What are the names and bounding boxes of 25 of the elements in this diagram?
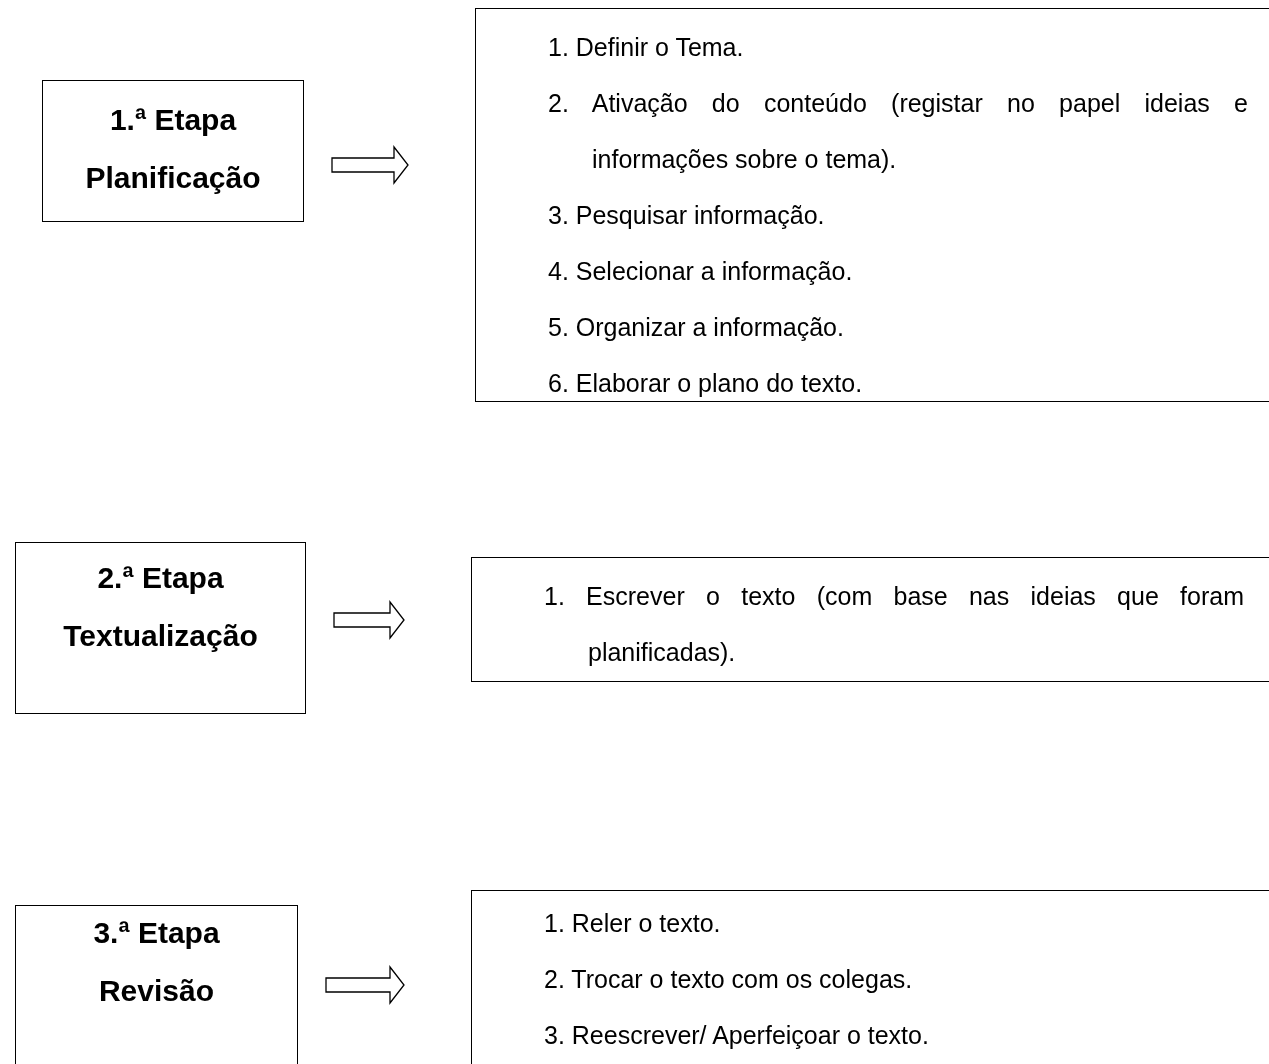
stage-heading: 3.ª Etapa: [93, 916, 220, 950]
stage-box: [15, 905, 298, 1064]
task-list-box: [471, 557, 1269, 682]
stage-heading: 1.ª Etapa: [109, 103, 237, 137]
list-item: 2. Ativação do conteúdo (registar no papel ideias e informações sobre o tema).: [548, 88, 1248, 175]
stage-box: [42, 80, 304, 222]
stage-title: Textualização: [63, 619, 258, 653]
list-item: 1. Definir o Tema.: [548, 32, 745, 63]
list-item: 3. Reescrever/ Aperfeiçoar o texto.: [544, 1020, 930, 1051]
task-list-box: [471, 890, 1269, 1064]
list-item: 3. Pesquisar informação.: [548, 200, 826, 231]
list-item: 4. Selecionar a informação.: [548, 256, 854, 287]
block-arrow: [331, 145, 409, 185]
list-item: 2. Trocar o texto com os colegas.: [544, 964, 914, 995]
stage-heading: 2.ª Etapa: [97, 561, 224, 595]
stage-title: Planificação: [85, 161, 261, 195]
list-item: 6. Elaborar o plano do texto.: [548, 368, 864, 399]
block-arrow: [325, 965, 405, 1005]
list-item: 5. Organizar a informação.: [548, 312, 845, 343]
stage-box: [15, 542, 306, 714]
task-list-box: [475, 8, 1269, 402]
stage-title: Revisão: [98, 974, 215, 1008]
list-item: 1. Reler o texto.: [544, 908, 722, 939]
block-arrow: [333, 600, 405, 640]
list-item: 1. Escrever o texto (com base nas ideias que foram planificadas).: [544, 581, 1244, 668]
